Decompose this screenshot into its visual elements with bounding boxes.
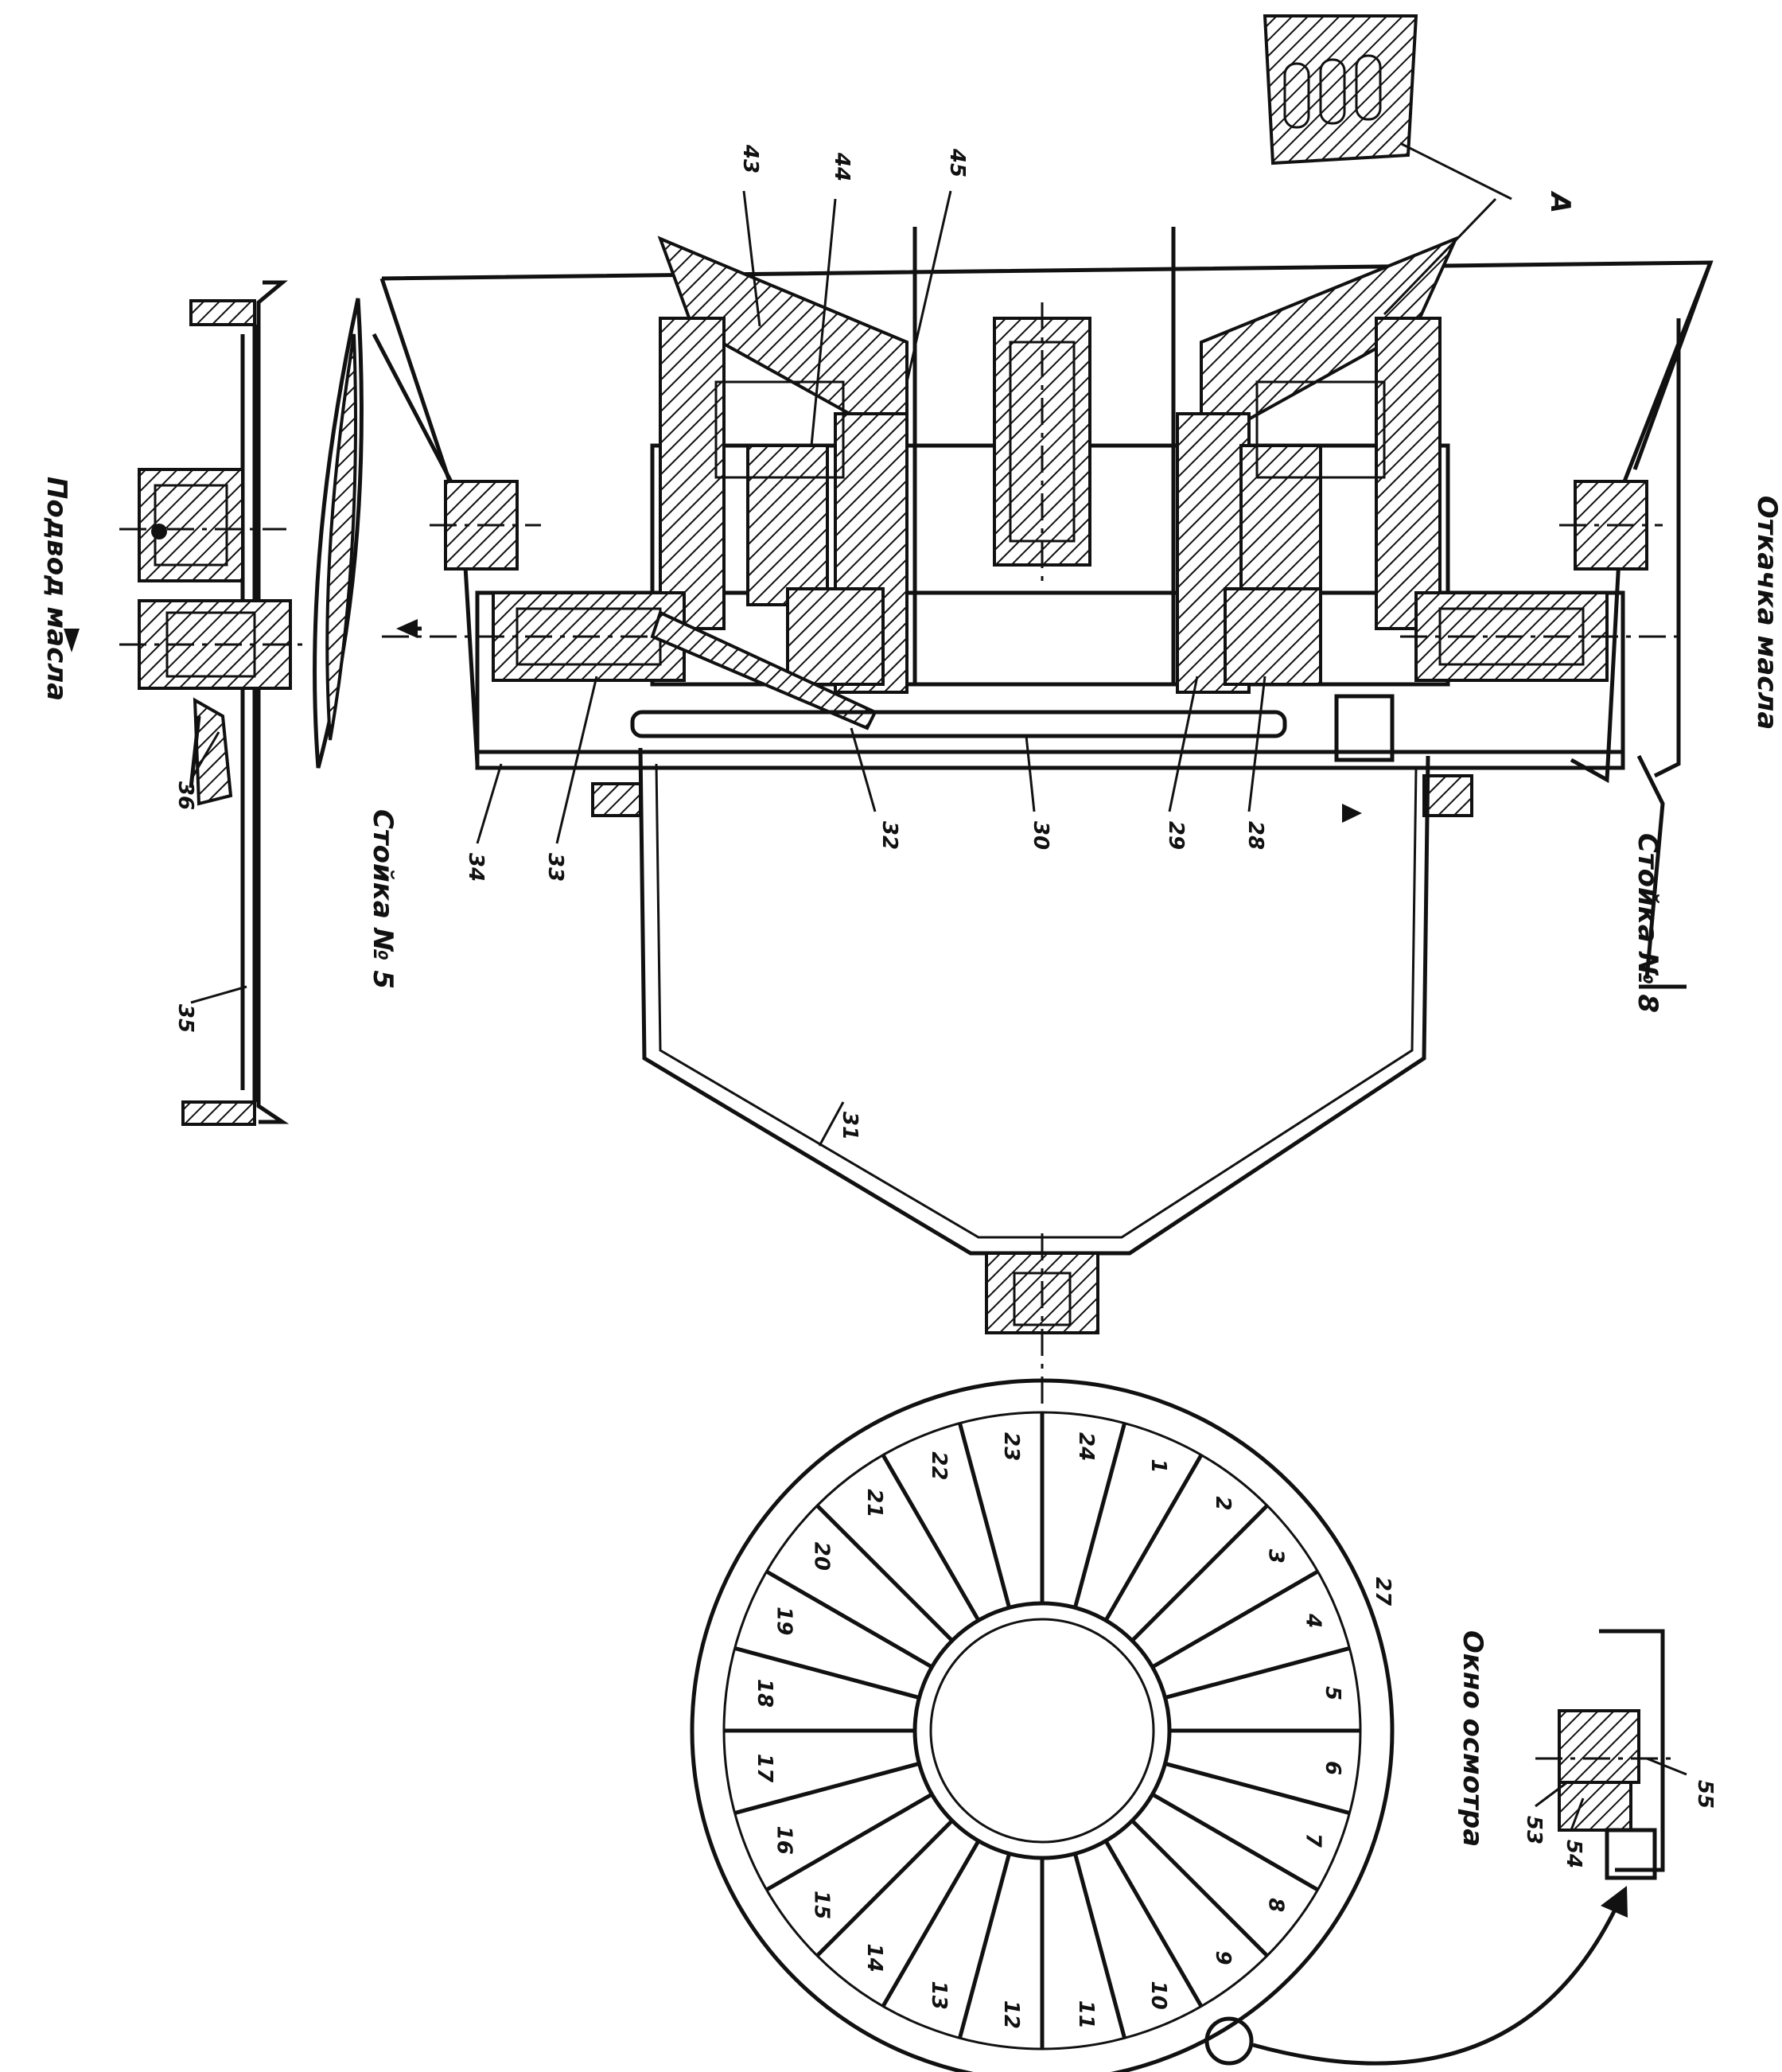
wheel-spoke [881,1454,981,1622]
callout-27: 27 [1371,1577,1395,1607]
callout-32: 32 [877,821,901,850]
wheel-spoke [765,1569,933,1669]
wheel-spoke [765,1792,933,1892]
callout-44: 44 [830,152,854,181]
wheel-spoke [881,1840,981,2008]
wheel-number: 7 [1301,1833,1325,1848]
wheel-spoke [815,1819,954,1957]
oil-supply-label: Подвод масла [41,477,72,701]
strut-8-label: Стойка № 8 [1632,833,1663,1013]
wheel-spoke [958,1422,1012,1609]
inspection-window-detail [1535,1629,1679,1880]
wheel-number: 4 [1301,1613,1325,1628]
wheel-number: 23 [999,1432,1023,1461]
callout-30: 30 [1029,821,1052,850]
callout-35: 35 [173,1004,197,1033]
wheel-number: 8 [1264,1898,1288,1912]
wheel-spoke [1164,1761,1351,1815]
wheel-number: 14 [862,1944,886,1973]
wheel-number: 9 [1211,1951,1235,1965]
wheel-number: 12 [999,2000,1023,2029]
wheel-spokes [724,1412,1360,2049]
oil-tank [638,747,1430,1424]
wheel-number: 22 [927,1451,951,1480]
caption-oil-supply: Подвод масла [41,477,72,701]
callout-55: 55 [1693,1780,1717,1809]
wheel-spoke [1130,1819,1269,1957]
wheel-number: 11 [1074,2000,1098,2029]
callout-33: 33 [543,853,567,882]
wheel-number: 17 [753,1754,776,1783]
callout-45: 45 [945,148,969,177]
blade-wheel [690,1378,1395,2072]
wheel-number: 13 [927,1981,951,2010]
leader-lines [189,190,1687,1831]
wheel-spoke [1164,1646,1351,1700]
wheel-spoke [1103,1454,1204,1622]
wheel-number: 18 [753,1679,776,1708]
wheel-number: 1 [1146,1459,1170,1473]
wheel-spoke [1072,1852,1126,2039]
wheel-spoke [1151,1792,1319,1892]
callout-29: 29 [1164,821,1188,850]
wheel-spoke [1151,1569,1319,1669]
callout-34: 34 [464,853,488,882]
seal-profile [313,298,364,769]
wheel-spoke [733,1761,920,1815]
wheel-number: 24 [1074,1432,1098,1461]
callout-36: 36 [173,781,197,810]
main-housing [372,14,1714,823]
wheel-spoke [958,1852,1012,2039]
wheel-number: 6 [1321,1761,1344,1775]
wheel-number: 5 [1321,1686,1344,1700]
callout-28: 28 [1243,821,1267,850]
inspection-window-label: Окно осмотра [1457,1630,1488,1847]
wheel-number: 3 [1264,1549,1288,1564]
right-strut-assembly [1636,318,1687,989]
oil-drain-label: Откачка масла [1751,496,1782,730]
callout-53: 53 [1522,1816,1546,1844]
wheel-spoke [1130,1504,1269,1642]
wheel-spoke [733,1646,920,1700]
wheel-number: 16 [772,1826,796,1855]
callout-54: 54 [1562,1840,1586,1868]
wheel-number: 21 [862,1489,886,1517]
oil-supply-arrow [64,629,80,652]
left-strut-assembly [119,280,302,1126]
wheel-number: 19 [772,1607,796,1635]
strut-5-label: Стойка № 5 [367,809,399,989]
wheel-spoke [1072,1422,1126,1609]
callout-31: 31 [838,1112,862,1140]
wheel-number: 10 [1146,1981,1170,2010]
wheel-number: 2 [1211,1496,1235,1510]
wheel-number: 15 [809,1891,833,1919]
callout-43: 43 [738,144,762,173]
view-a-label: А [1544,190,1576,213]
wheel-number: 20 [809,1542,833,1571]
wheel-spoke [1103,1840,1204,2008]
inspection-arrow [1252,1908,1617,2066]
wheel-spoke [815,1504,954,1642]
